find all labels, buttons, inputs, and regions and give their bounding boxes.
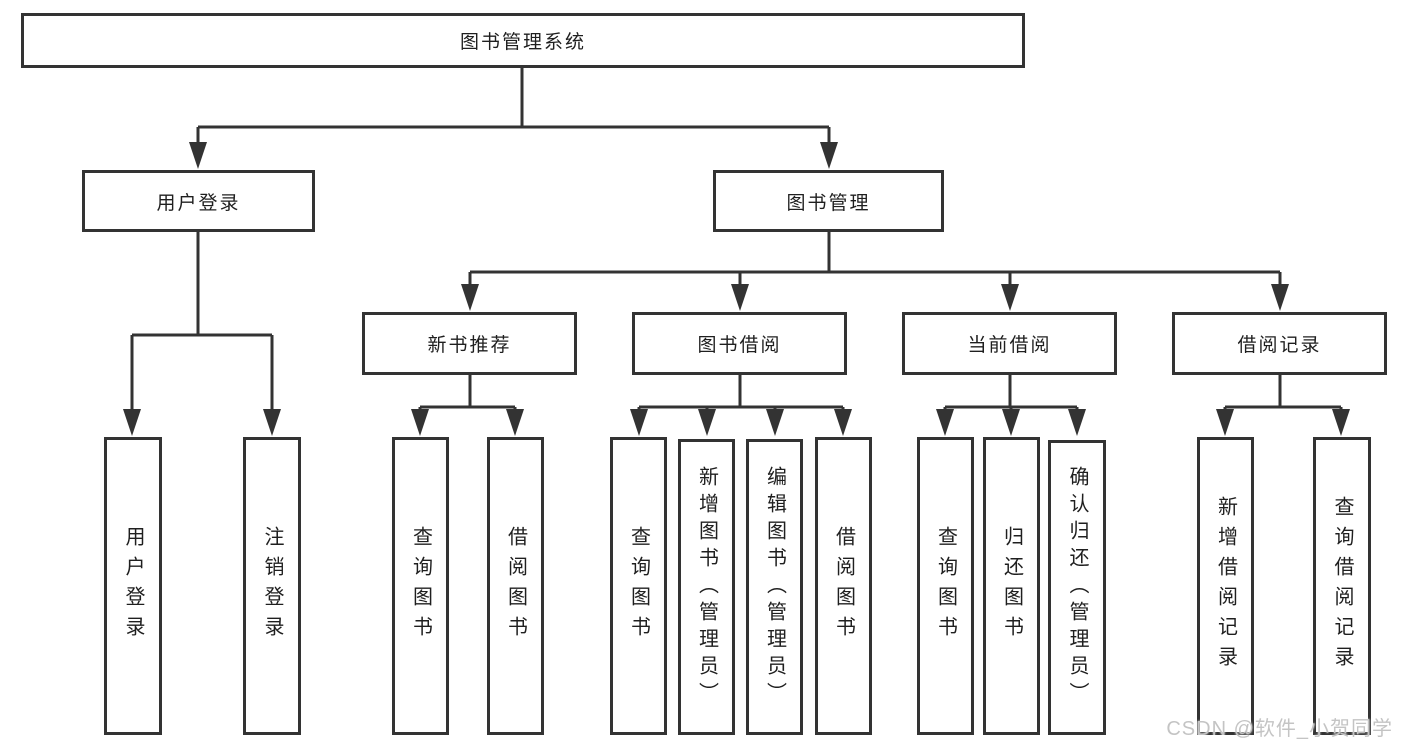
node-user-login: 用户登录 [82,170,315,232]
leaf-add-book-admin: 新增图书（管理员） [678,439,735,735]
leaf-add-borrow-record-label: 新增借阅记录 [1214,496,1237,676]
node-borrowing-records: 借阅记录 [1172,312,1387,375]
node-library-system-label: 图书管理系统 [459,32,586,53]
leaf-query-books-current: 查询图书 [917,437,974,735]
arrowhead [189,142,207,169]
connector-current-borrowing-children [943,375,1079,411]
arrowhead [123,409,141,436]
leaf-query-books-recommend-label: 查询图书 [409,526,432,646]
leaf-query-borrow-record-label: 查询借阅记录 [1331,496,1353,676]
arrowhead [766,409,784,436]
node-book-management-label: 图书管理 [786,192,871,214]
arrowhead [820,142,838,169]
leaf-borrow-books-recommend-label: 借阅图书 [504,526,527,646]
leaf-logout-label: 注销登录 [261,526,283,646]
arrowhead [1002,409,1020,436]
node-book-borrowing-label: 图书借阅 [697,335,782,356]
leaf-query-borrow-record: 查询借阅记录 [1313,437,1371,735]
node-borrowing-records-label: 借阅记录 [1237,335,1322,356]
leaf-return-book-label: 归还图书 [1000,526,1023,646]
connector-borrowing-records-children [1223,375,1343,411]
leaf-query-books-recommend: 查询图书 [392,437,449,735]
connector-book-management-level3 [468,232,1282,287]
arrowhead [834,409,852,436]
leaf-user-login: 用户登录 [104,437,162,735]
node-user-login-label: 用户登录 [156,192,241,214]
leaf-add-book-admin-label: 新增图书（管理员） [695,465,718,709]
arrowhead [506,409,524,436]
leaf-user-login-label: 用户登录 [122,526,144,646]
leaf-confirm-return-admin: 确认归还（管理员） [1048,440,1106,735]
leaf-logout: 注销登录 [243,437,301,735]
watermark: CSDN @软件_小贺同学 [1166,718,1393,740]
arrowhead [461,284,479,311]
node-library-system: 图书管理系统 [21,13,1025,68]
arrowhead [1271,284,1289,311]
arrowhead [1068,409,1086,436]
node-book-borrowing: 图书借阅 [632,312,847,375]
leaf-confirm-return-admin-label: 确认归还（管理员） [1066,466,1088,709]
leaf-borrow-books-borrowing: 借阅图书 [815,437,872,735]
arrowhead [263,409,281,436]
node-current-borrowing: 当前借阅 [902,312,1117,375]
connector-user-login-children [130,232,274,412]
leaf-return-book: 归还图书 [983,437,1040,735]
node-current-borrowing-label: 当前借阅 [967,335,1052,356]
leaf-query-books-current-label: 查询图书 [934,526,957,646]
arrowhead [1001,284,1019,311]
arrowhead [731,284,749,311]
node-book-management: 图书管理 [713,170,944,232]
arrowhead [1216,409,1234,436]
arrowhead [936,409,954,436]
connector-new-book-children [418,375,517,411]
connector-book-borrowing-children [637,375,845,411]
connector-root-level2 [196,68,831,146]
leaf-borrow-books-borrowing-label: 借阅图书 [832,526,855,646]
leaf-edit-book-admin: 编辑图书（管理员） [746,439,803,735]
node-new-book-recommend-label: 新书推荐 [427,335,512,356]
arrowhead [411,409,429,436]
arrowhead [698,409,716,436]
leaf-query-books-borrowing-label: 查询图书 [627,526,650,646]
arrowhead [630,409,648,436]
node-new-book-recommend: 新书推荐 [362,312,577,375]
leaf-query-books-borrowing: 查询图书 [610,437,667,735]
arrowhead [1332,409,1350,436]
leaf-add-borrow-record: 新增借阅记录 [1197,437,1254,735]
leaf-borrow-books-recommend: 借阅图书 [487,437,544,735]
leaf-edit-book-admin-label: 编辑图书（管理员） [763,465,786,709]
